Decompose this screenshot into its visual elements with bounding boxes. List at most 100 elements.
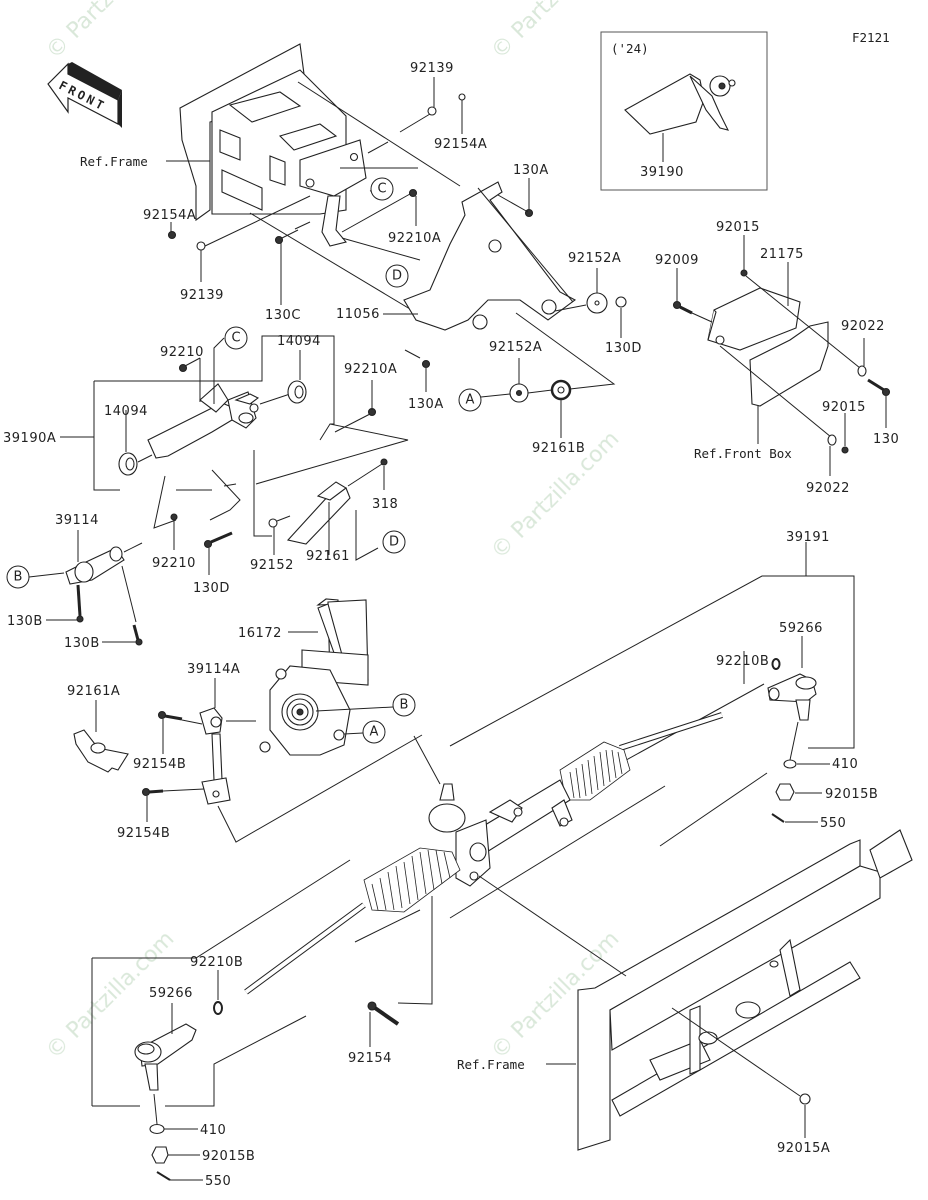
part-label[interactable]: 130B <box>7 614 43 629</box>
part-label[interactable]: 92152 <box>250 558 294 573</box>
bolt-icon <box>867 378 891 397</box>
part-label[interactable]: 92022 <box>806 481 850 496</box>
part-label[interactable]: 39114A <box>187 662 240 677</box>
part-label[interactable]: 130B <box>64 636 100 651</box>
part-label[interactable]: 92154B <box>117 826 170 841</box>
bolt-icon <box>672 300 693 315</box>
part-label[interactable]: 21175 <box>760 247 804 262</box>
universal-shaft-39114A <box>199 707 256 805</box>
part-label[interactable]: 92015 <box>822 400 866 415</box>
callout-label: B <box>400 698 409 713</box>
part-label[interactable]: 11056 <box>336 307 380 322</box>
plate-92161A <box>73 729 129 773</box>
part-label[interactable]: 16172 <box>238 626 282 641</box>
nut-icon <box>775 783 795 801</box>
nut-icon <box>408 188 418 198</box>
part-label[interactable]: 92210 <box>152 556 196 571</box>
callout-a <box>458 388 482 412</box>
inset-box: ('24) 39190 <box>600 31 768 191</box>
part-label[interactable]: 92015B <box>825 787 878 802</box>
part-label[interactable]: 130C <box>265 308 301 323</box>
callout-label: A <box>466 393 475 408</box>
nut-icon <box>799 1093 811 1105</box>
nut-icon <box>615 296 627 308</box>
part-label[interactable]: 92161B <box>532 441 585 456</box>
part-label[interactable]: 92154A <box>143 208 196 223</box>
callout-d <box>385 264 409 288</box>
part-label[interactable]: 14094 <box>277 334 321 349</box>
bolt-icon <box>367 1001 400 1026</box>
part-label[interactable]: 92210B <box>716 654 769 669</box>
part-label[interactable]: 92210A <box>344 362 397 377</box>
part-label[interactable]: 130A <box>513 163 549 178</box>
part-label[interactable]: 550 <box>820 816 846 831</box>
washer-icon <box>857 365 867 377</box>
washer-icon <box>827 434 837 446</box>
callout-label: B <box>14 570 23 585</box>
part-label[interactable]: 92139 <box>180 288 224 303</box>
steering-column <box>118 380 307 476</box>
part-label[interactable]: 130 <box>873 432 899 447</box>
part-label[interactable]: 92009 <box>655 253 699 268</box>
part-label[interactable]: 92015A <box>777 1141 830 1156</box>
nut-icon <box>170 513 178 521</box>
ref-frame-bottom: Ref.Frame <box>457 1057 525 1072</box>
part-label[interactable]: 92015B <box>202 1149 255 1164</box>
part-label[interactable]: 59266 <box>149 986 193 1001</box>
part-label[interactable]: 92154B <box>133 757 186 772</box>
part-label[interactable]: 410 <box>200 1123 226 1138</box>
part-label[interactable]: 410 <box>832 757 858 772</box>
ref-front-box-panel <box>749 321 829 407</box>
part-label[interactable]: 59266 <box>779 621 823 636</box>
bolt-icon <box>141 787 164 797</box>
callout-c <box>370 177 394 201</box>
part-label[interactable]: 92161 <box>306 549 350 564</box>
bolt-icon <box>167 230 177 240</box>
part-label[interactable]: 92210B <box>190 955 243 970</box>
callout-label: D <box>392 269 402 284</box>
universal-joint-39114 <box>65 546 125 585</box>
washer-icon <box>268 518 278 528</box>
part-label[interactable]: 550 <box>205 1174 231 1189</box>
steering-rack <box>244 712 723 995</box>
part-label[interactable]: 92210A <box>388 231 441 246</box>
assembly-lines <box>91 542 855 1107</box>
nut-icon <box>151 1146 169 1164</box>
part-label[interactable]: 92210 <box>160 345 204 360</box>
tie-rod-end-left <box>134 1023 197 1091</box>
bracket-11056 <box>403 181 577 331</box>
part-label[interactable]: 318 <box>372 497 398 512</box>
bolt-icon <box>458 93 466 101</box>
nut-icon <box>841 446 849 454</box>
washer-icon <box>149 1123 165 1135</box>
washer-icon <box>427 106 437 116</box>
part-label[interactable]: 130D <box>605 341 642 356</box>
callout-label: D <box>389 535 399 550</box>
part-label[interactable]: 130A <box>408 397 444 412</box>
part-label[interactable]: 92152A <box>489 340 542 355</box>
frame-top-assembly <box>179 43 367 247</box>
washer-icon <box>196 241 206 251</box>
part-label[interactable]: 92161A <box>67 684 120 699</box>
part-label[interactable]: 92152A <box>568 251 621 266</box>
callout-label: C <box>377 182 386 197</box>
part-label[interactable]: 39190 <box>640 165 684 180</box>
inset-title: ('24) <box>611 41 649 56</box>
part-label[interactable]: 92139 <box>410 61 454 76</box>
tie-rod-end-right <box>767 673 817 721</box>
power-steering-unit <box>259 598 369 756</box>
part-label[interactable]: 14094 <box>104 404 148 419</box>
part-label[interactable]: 92022 <box>841 319 885 334</box>
part-label[interactable]: 39114 <box>55 513 99 528</box>
nut-icon <box>213 1001 223 1015</box>
callout-label: C <box>231 331 240 346</box>
part-label[interactable]: 39190A <box>3 431 56 446</box>
part-label[interactable]: 92154A <box>434 137 487 152</box>
front-arrow-icon: FRONT <box>47 62 122 128</box>
part-label[interactable]: 92015 <box>716 220 760 235</box>
part-label[interactable]: 39191 <box>786 530 830 545</box>
part-label[interactable]: 130D <box>193 581 230 596</box>
part-label[interactable]: 92154 <box>348 1051 392 1066</box>
bolt-icon <box>274 235 284 245</box>
